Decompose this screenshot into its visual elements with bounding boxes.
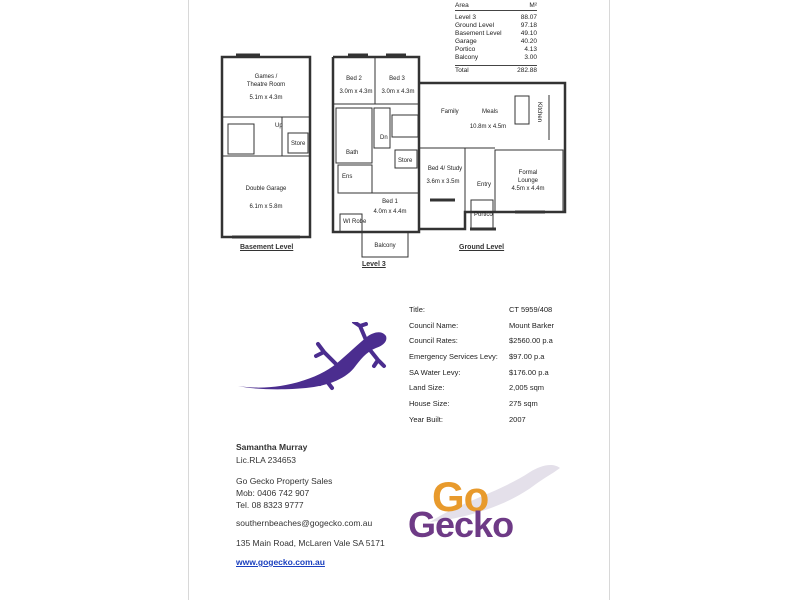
room-bath-label: Bath bbox=[346, 150, 358, 156]
room-store-l3-label: Store bbox=[398, 158, 413, 164]
room-bed1-label: Bed 1 bbox=[382, 199, 398, 205]
room-family-label: Family bbox=[441, 109, 459, 115]
room-meals-label: Meals bbox=[482, 109, 498, 115]
info-row: Council Name:Mount Barker bbox=[409, 320, 555, 330]
room-garage-size: 6.1m x 5.8m bbox=[249, 204, 282, 210]
room-games-label-2: Theatre Room bbox=[247, 82, 285, 88]
mobile-number: Mob: 0406 742 907 bbox=[236, 488, 310, 498]
info-row: Year Built:2007 bbox=[409, 414, 526, 424]
info-row: Land Size:2,005 sqm bbox=[409, 383, 545, 393]
room-formal-label: Formal bbox=[519, 170, 538, 176]
website-link[interactable]: www.gogecko.com.au bbox=[236, 557, 325, 567]
room-games-size: 5.1m x 4.3m bbox=[249, 95, 282, 101]
room-balcony-label: Balcony bbox=[374, 243, 395, 249]
room-games-label: Games / bbox=[255, 74, 278, 80]
stair-down-label: Dn bbox=[380, 135, 388, 141]
email-address[interactable]: southernbeaches@gogecko.com.au bbox=[236, 518, 373, 528]
logo-word-gecko: Gecko bbox=[408, 504, 514, 545]
room-entry-label: Entry bbox=[477, 182, 491, 188]
room-garage-label: Double Garage bbox=[246, 186, 287, 192]
info-row: Emergency Services Levy:$97.00 p.a bbox=[409, 352, 545, 362]
room-meals-size: 10.8m x 4.5m bbox=[470, 124, 506, 130]
room-formal-size: 4.5m x 4.4m bbox=[511, 186, 544, 192]
info-row: Council Rates:$2560.00 p.a bbox=[409, 336, 553, 346]
level3-outline bbox=[331, 55, 421, 234]
room-bed4-size: 3.6m x 3.5m bbox=[426, 179, 459, 185]
room-bed3-label: Bed 3 bbox=[389, 76, 405, 82]
document-page bbox=[188, 0, 610, 600]
room-portico-label: Portico bbox=[474, 212, 493, 218]
telephone-number: Tel. 08 8323 9777 bbox=[236, 500, 304, 510]
ground-level-label: Ground Level bbox=[459, 244, 505, 251]
room-bed2-label: Bed 2 bbox=[346, 76, 362, 82]
office-address: 135 Main Road, McLaren Vale SA 5171 bbox=[236, 538, 385, 548]
stair-up-label: Up bbox=[275, 123, 283, 129]
ground-outline bbox=[419, 81, 567, 231]
room-formal-label-2: Lounge bbox=[518, 178, 539, 184]
room-bed1-size: 4.0m x 4.4m bbox=[373, 209, 406, 215]
room-bed3-size: 3.0m x 4.3m bbox=[381, 89, 414, 95]
info-row: House Size:275 sqm bbox=[409, 399, 538, 409]
info-row: SA Water Levy:$176.00 p.a bbox=[409, 367, 549, 377]
agent-name: Samantha Murray bbox=[236, 442, 308, 452]
area-table-header: Area M² bbox=[455, 2, 537, 11]
room-wir-label: WI Robe bbox=[343, 219, 367, 225]
room-bed2-size: 3.0m x 4.3m bbox=[339, 89, 372, 95]
room-bed4-label: Bed 4/ Study bbox=[428, 166, 462, 172]
info-row: Title:CT 5959/408 bbox=[409, 305, 553, 314]
company-name: Go Gecko Property Sales bbox=[236, 476, 333, 486]
level3-label: Level 3 bbox=[362, 261, 386, 268]
room-store-label: Store bbox=[291, 141, 306, 147]
gecko-illustration-icon bbox=[238, 322, 387, 390]
logo-word-go: Go bbox=[432, 473, 489, 520]
basement-level-label: Basement Level bbox=[240, 244, 294, 251]
floor-plan: Games / Theatre Room 5.1m x 4.3m Double … bbox=[220, 53, 567, 258]
gecko-watermark-icon bbox=[430, 465, 560, 522]
property-info-table: Title:CT 5959/408 Council Name:Mount Bar… bbox=[409, 305, 569, 431]
agent-licence: Lic.RLA 234653 bbox=[236, 455, 297, 465]
room-ens-label: Ens bbox=[342, 174, 352, 180]
room-kitchen-label: Kitchen bbox=[536, 102, 542, 122]
